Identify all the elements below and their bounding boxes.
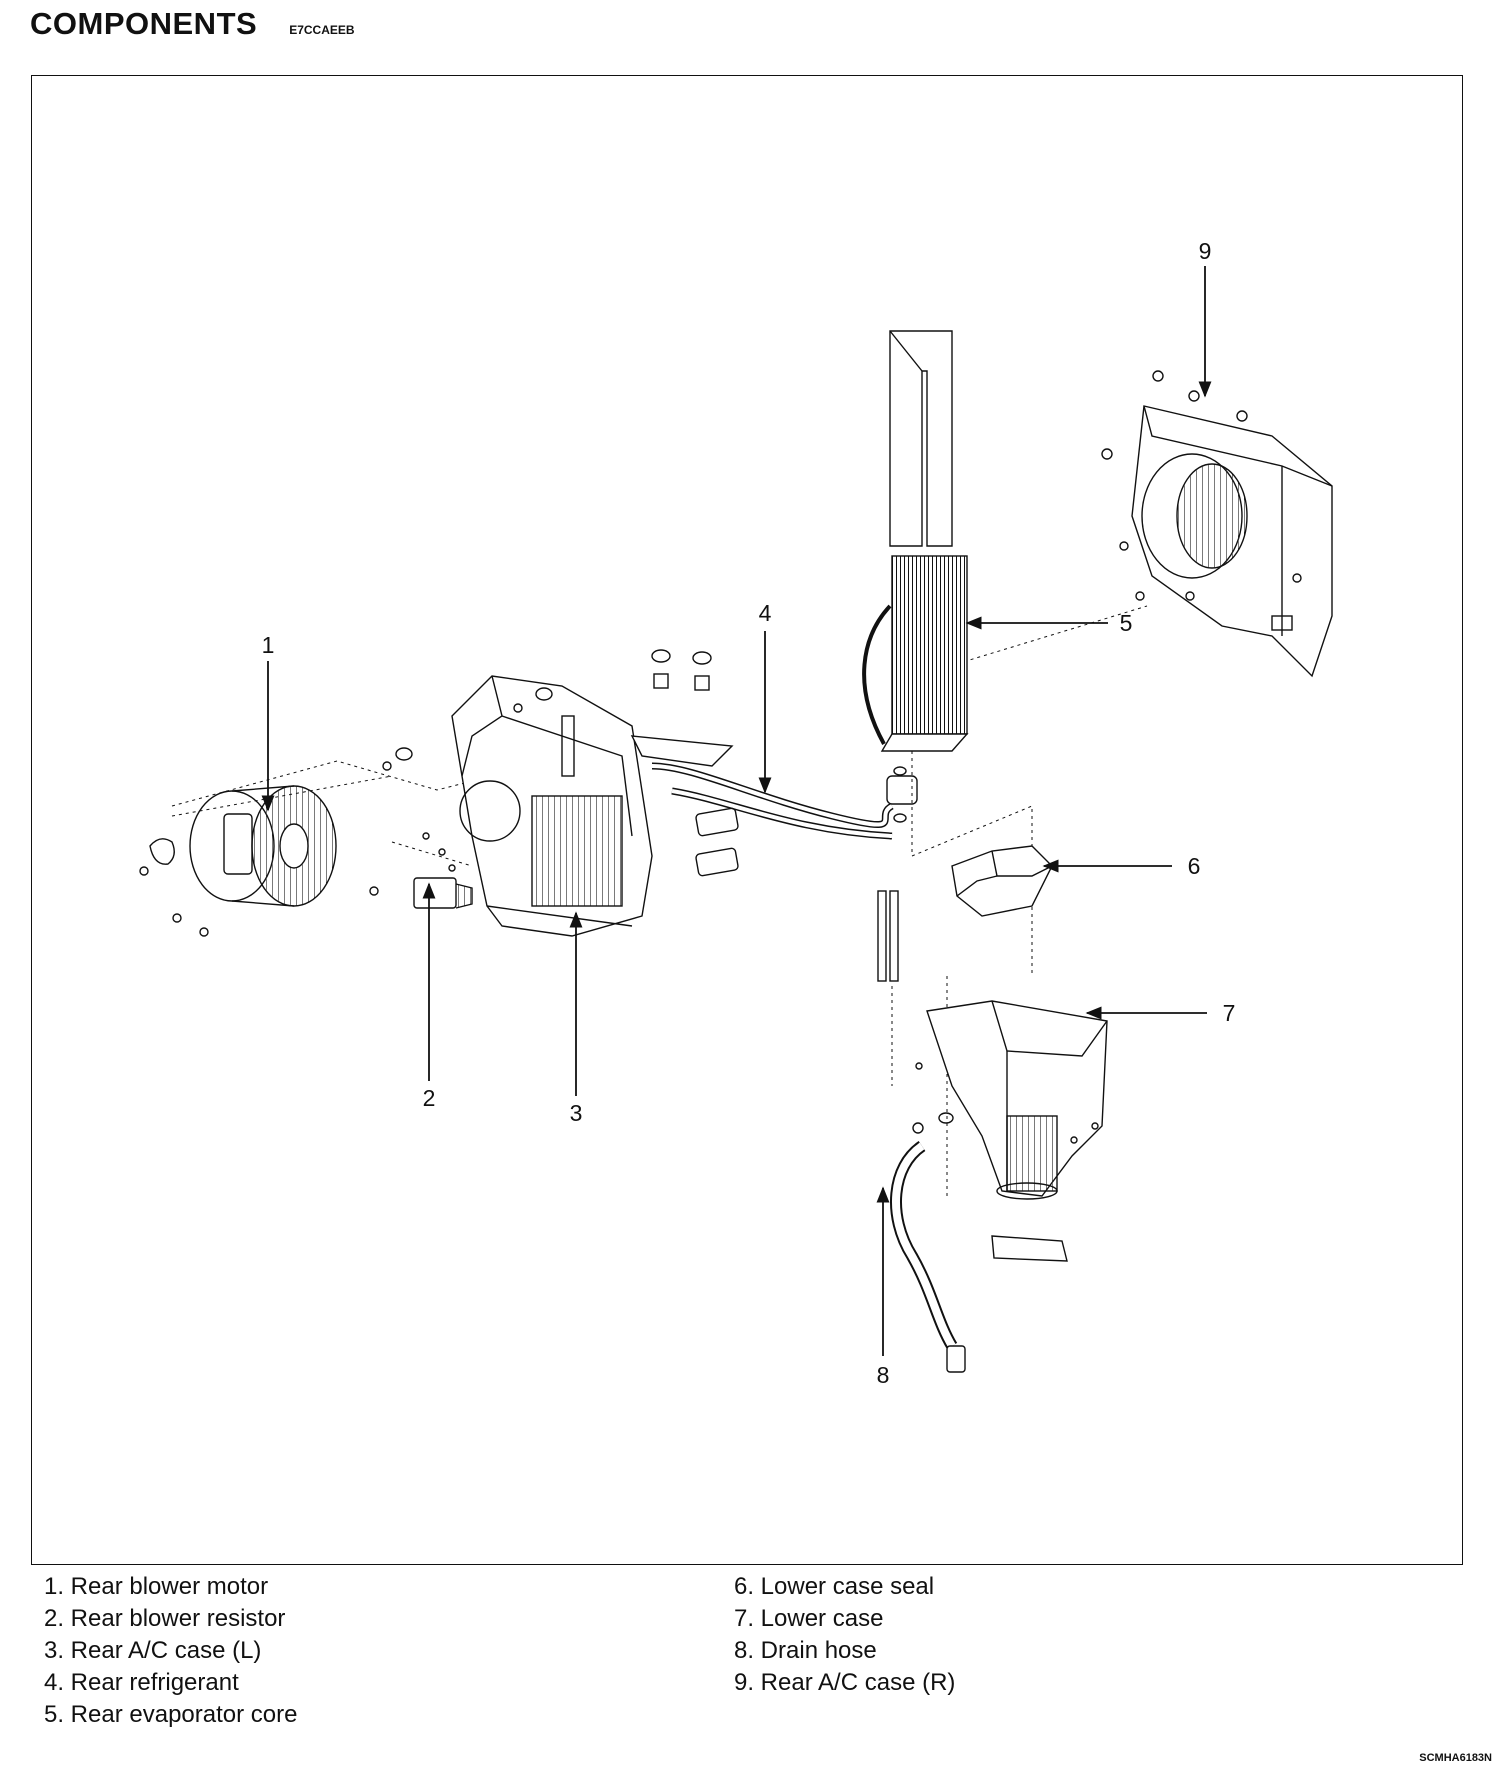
image-code: SCMHA6183N xyxy=(1419,1752,1492,1764)
legend-item: 3. Rear A/C case (L) xyxy=(44,1637,262,1664)
legend-item: 6. Lower case seal xyxy=(734,1573,935,1600)
legend-item: 2. Rear blower resistor xyxy=(44,1605,286,1632)
rear-evaporator-core-part xyxy=(862,330,969,823)
callout-5: 5 xyxy=(1120,610,1133,636)
callout-1: 1 xyxy=(262,632,275,658)
page-header: COMPONENTS E7CCAEEB xyxy=(30,6,355,42)
rear-ac-case-right-part xyxy=(1101,370,1333,678)
lower-case-part xyxy=(912,1000,1108,1262)
drain-hose-part xyxy=(890,1141,966,1373)
legend-left: 1. Rear blower motor 2. Rear blower resi… xyxy=(44,1571,297,1731)
legend-right: 6. Lower case seal 7. Lower case 8. Drai… xyxy=(734,1571,955,1699)
rear-blower-resistor-part xyxy=(369,877,473,909)
callout-leaders xyxy=(261,266,1212,1356)
legend-item: 9. Rear A/C case (R) xyxy=(734,1669,956,1696)
legend-item: 8. Drain hose xyxy=(734,1637,877,1664)
callout-4: 4 xyxy=(759,600,772,626)
callout-8: 8 xyxy=(877,1362,890,1388)
legend-item: 1. Rear blower motor xyxy=(44,1573,269,1600)
legend-item: 7. Lower case xyxy=(734,1605,884,1632)
rear-blower-motor-part xyxy=(139,785,337,937)
callout-6: 6 xyxy=(1188,853,1201,879)
page-title: COMPONENTS xyxy=(30,6,258,41)
lower-case-seal-part xyxy=(951,845,1053,917)
callout-7: 7 xyxy=(1223,1000,1236,1026)
section-code: E7CCAEEB xyxy=(289,23,355,37)
rear-ac-case-left-part xyxy=(382,675,653,937)
callout-3: 3 xyxy=(570,1100,583,1126)
callout-2: 2 xyxy=(423,1085,436,1111)
diagram-frame: 1 2 3 4 5 6 7 8 9 xyxy=(31,75,1463,1565)
legend-item: 5. Rear evaporator core xyxy=(44,1701,298,1728)
rear-refrigerant-part xyxy=(630,649,899,982)
exploded-view-diagram: 1 2 3 4 5 6 7 8 9 xyxy=(139,238,1333,1388)
legend-item: 4. Rear refrigerant xyxy=(44,1669,239,1696)
callout-9: 9 xyxy=(1199,238,1212,264)
